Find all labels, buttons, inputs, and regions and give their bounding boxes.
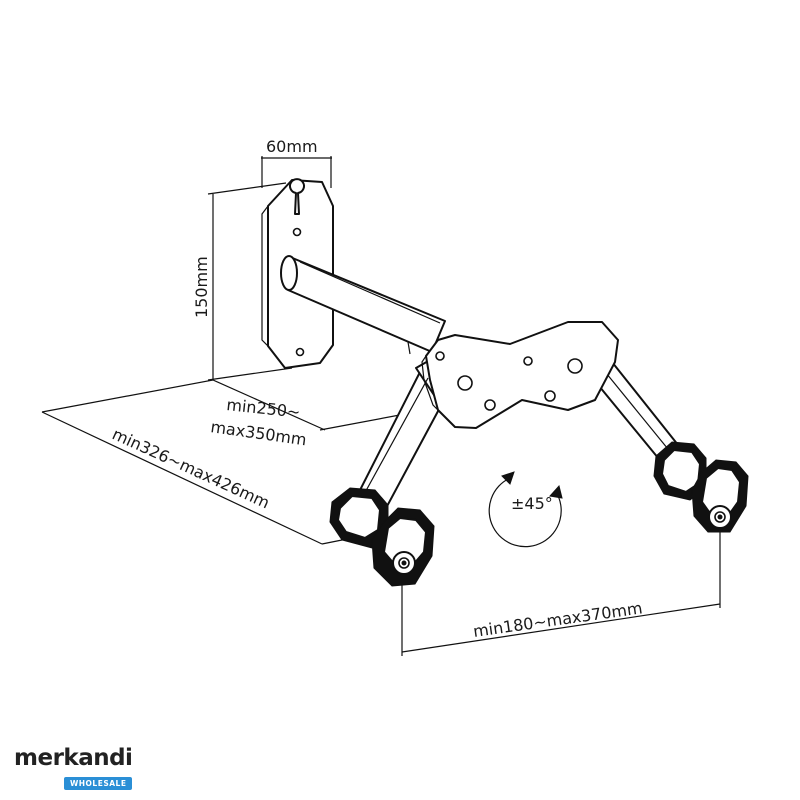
plate-height-label: 150mm bbox=[192, 256, 211, 318]
right-wheel-cradle bbox=[653, 441, 749, 533]
dimension-lines bbox=[41, 156, 721, 656]
rotation-indicator bbox=[488, 471, 563, 548]
merkandi-logo: merkandi WHOLESALE bbox=[14, 746, 144, 796]
rotation-label: ±45° bbox=[511, 494, 553, 513]
arm-length-label-line2: max350mm bbox=[209, 417, 307, 449]
cradle-spacing-label: min180~max370mm bbox=[472, 598, 644, 641]
plate-width-label: 60mm bbox=[266, 137, 318, 156]
hub-plate bbox=[421, 321, 619, 429]
logo-tagline-badge: WHOLESALE bbox=[64, 777, 133, 790]
logo-wordmark: merkandi bbox=[14, 745, 133, 771]
arm-length-label-line1: min250~ bbox=[226, 395, 302, 422]
left-wheel-cradle bbox=[329, 487, 435, 587]
